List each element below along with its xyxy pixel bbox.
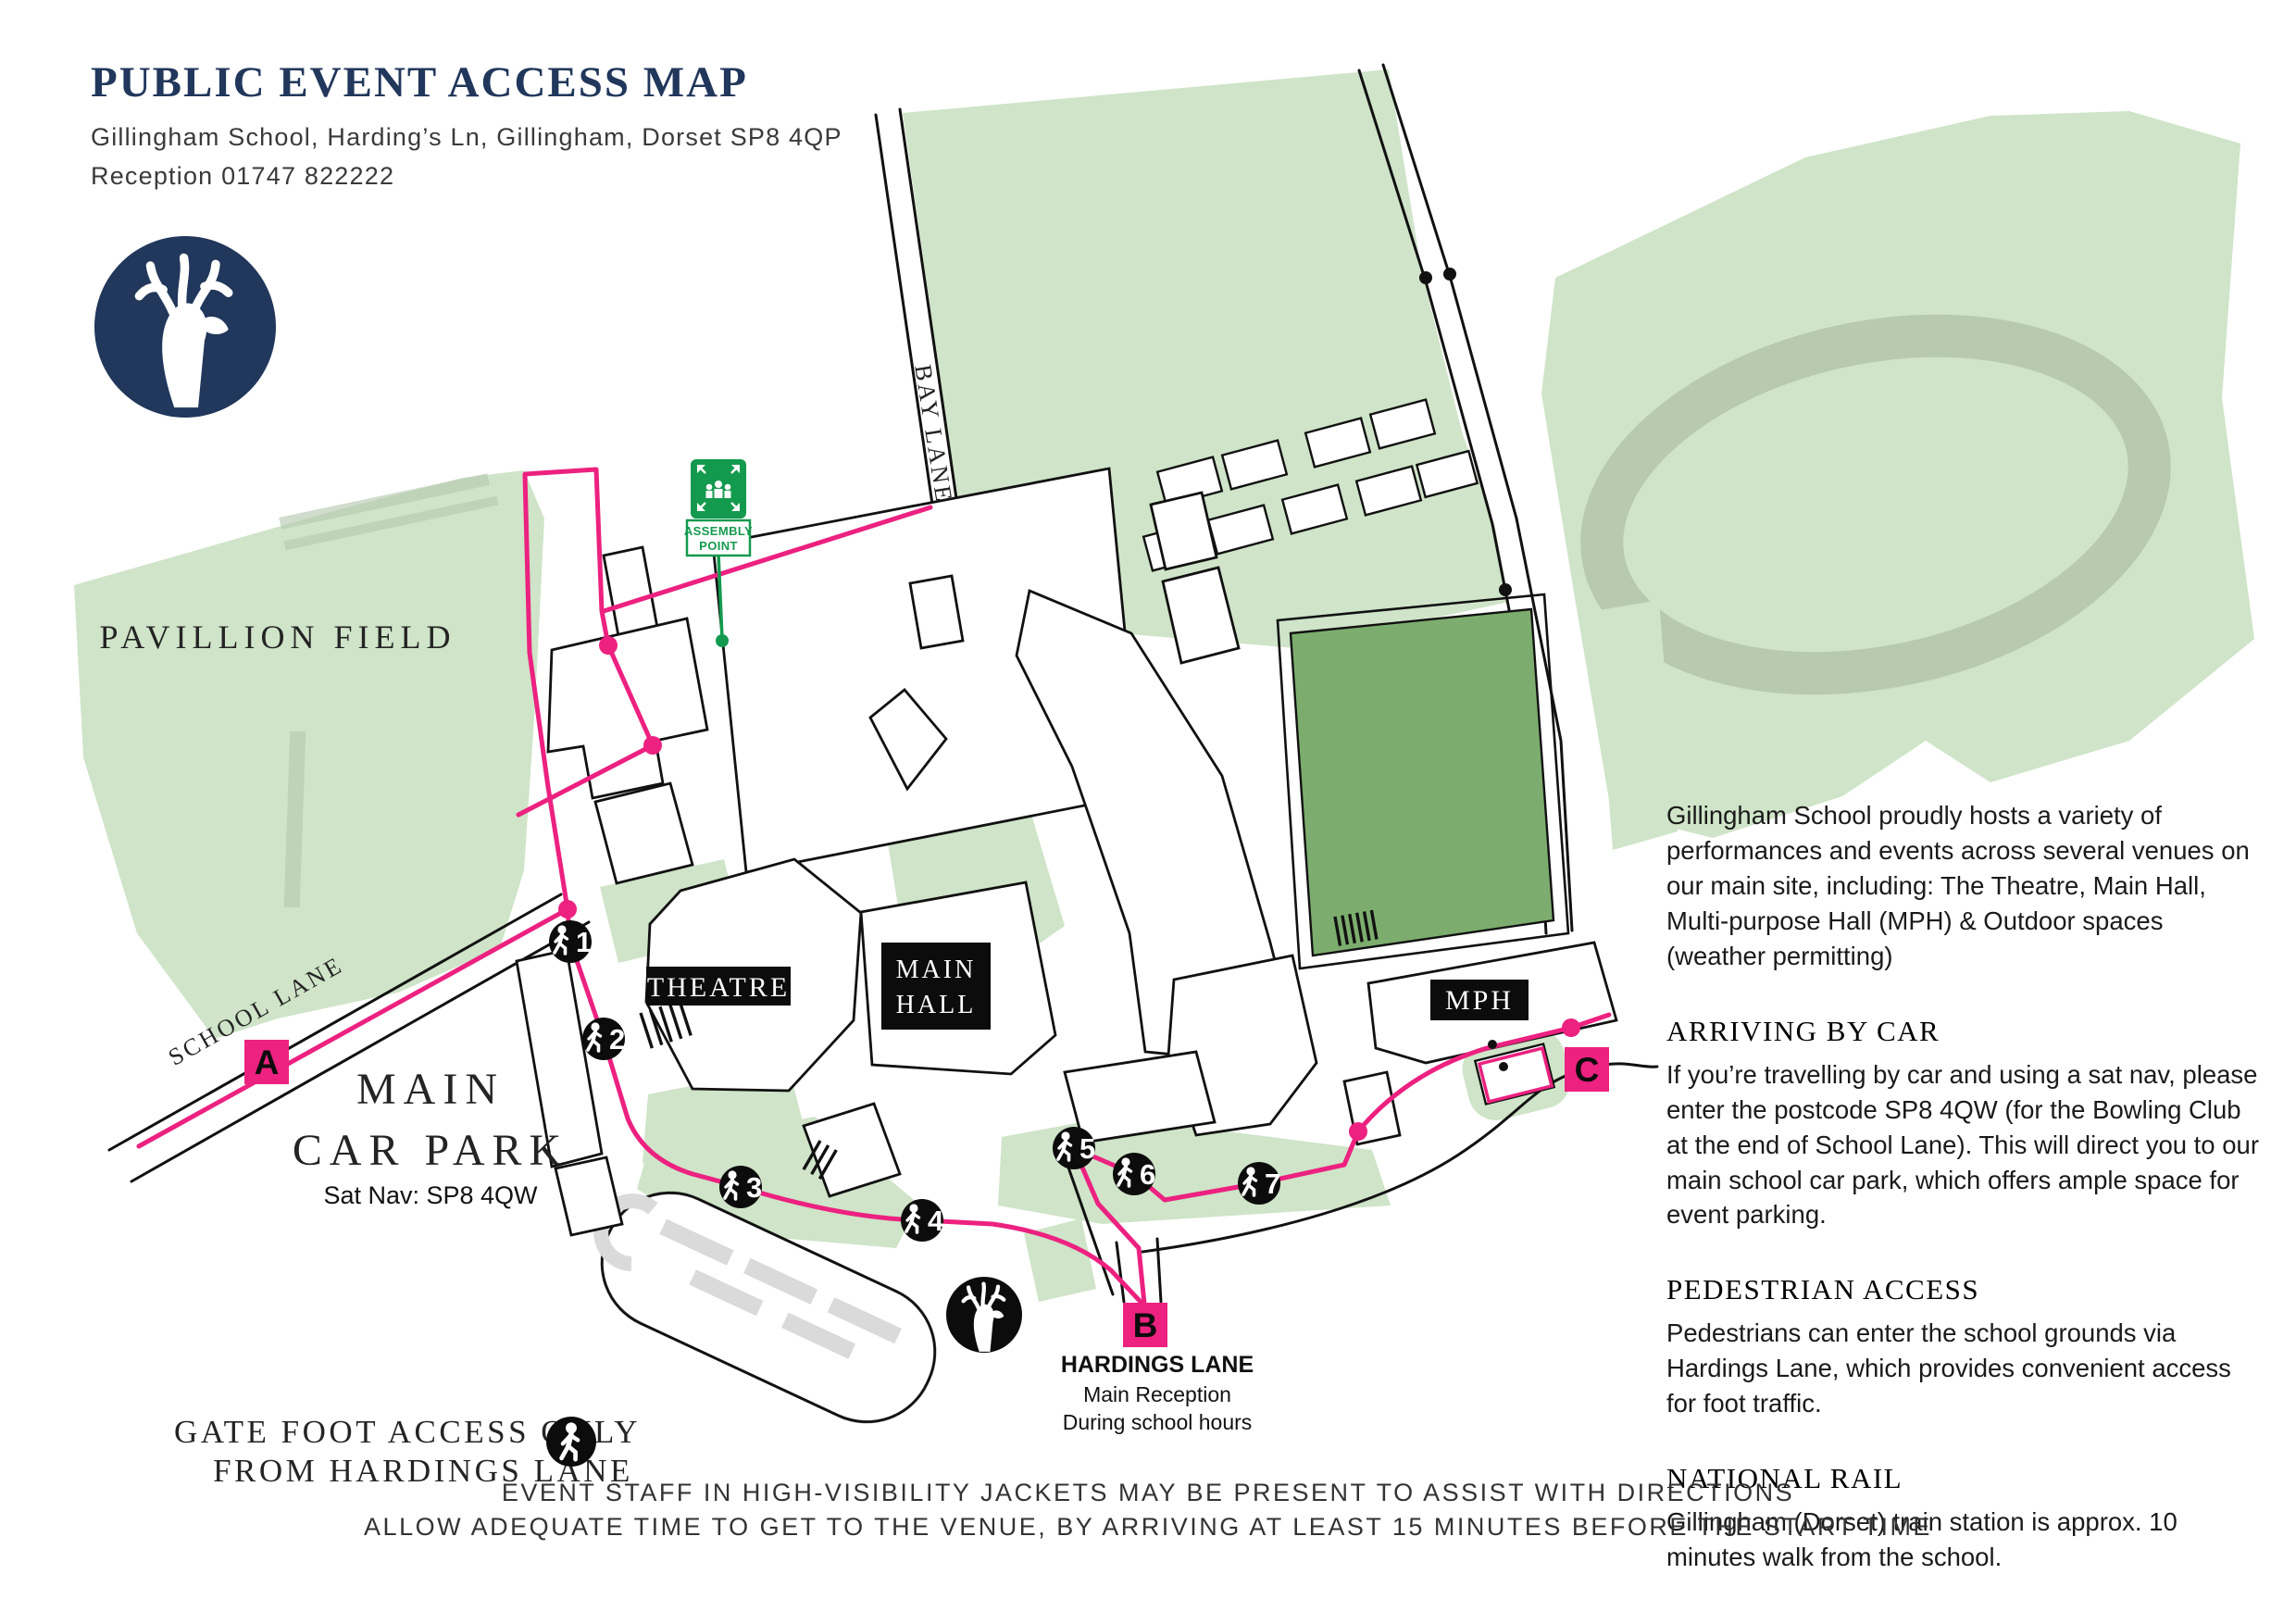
school-address: Gillingham School, Harding’s Ln, Gilling… <box>91 123 842 151</box>
route-assembly-diagonal <box>601 505 933 614</box>
svg-text:B: B <box>1133 1306 1158 1344</box>
main-hall-label: MAIN HALL <box>881 943 991 1030</box>
assembly-point-icon: ASSEMBLY POINT <box>684 459 753 647</box>
svg-text:THEATRE: THEATRE <box>647 972 790 1003</box>
svg-text:1: 1 <box>576 926 592 958</box>
sports-pitch <box>1276 593 1570 970</box>
stag-map-icon <box>946 1277 1022 1353</box>
route-field-boundary <box>516 467 655 912</box>
entrance-marker-c: C <box>1565 1047 1609 1092</box>
route-school-lane-to-b <box>136 906 1148 1316</box>
crossing-hatches <box>639 909 1379 1181</box>
route-marker-4: 4 <box>901 1199 944 1242</box>
svg-text:2: 2 <box>609 1023 625 1056</box>
walker-icon <box>546 1417 596 1467</box>
section-heading-pedestrian-access: PEDESTRIAN ACCESS <box>1666 1273 1980 1306</box>
page-title: PUBLIC EVENT ACCESS MAP <box>91 58 748 106</box>
route-marker-3: 3 <box>719 1166 762 1208</box>
parking-bays <box>593 1193 902 1359</box>
main-car-park-label: MAIN CAR PARK Sat Nav: SP8 4QW <box>293 1065 568 1209</box>
tennis-courts <box>1142 398 1479 572</box>
route-court-loop <box>1477 1046 1554 1104</box>
svg-text:MAIN: MAIN <box>356 1065 505 1114</box>
gate-dots <box>1419 268 1512 1071</box>
info-panel: Gillingham School proudly hosts a variet… <box>1666 798 2266 1575</box>
svg-text:3: 3 <box>746 1171 762 1204</box>
courts-lawn <box>1037 407 1509 648</box>
theatre-label: THEATRE <box>646 967 791 1006</box>
svg-text:HALL: HALL <box>896 991 977 1019</box>
svg-text:C: C <box>1575 1051 1600 1089</box>
hardings-lane-label: HARDINGS LANE Main Reception During scho… <box>1061 1352 1254 1434</box>
svg-text:POINT: POINT <box>699 539 738 553</box>
entrance-marker-a: A <box>244 1040 289 1084</box>
svg-text:4: 4 <box>928 1205 944 1237</box>
route-marker-1: 1 <box>549 920 592 963</box>
section-body-pedestrian-access: Pedestrians can enter the school grounds… <box>1666 1318 2231 1418</box>
svg-text:6: 6 <box>1140 1158 1155 1191</box>
footer-notice: EVENT STAFF IN HIGH-VISIBILITY JACKETS M… <box>0 1476 2296 1543</box>
section-body-national-rail: Gillingham (Dorset) train station is app… <box>1666 1507 2177 1572</box>
header: PUBLIC EVENT ACCESS MAP Gillingham Schoo… <box>91 57 924 194</box>
entrance-marker-b: B <box>1123 1303 1167 1347</box>
south-boundary-path <box>1141 1062 1659 1254</box>
field-stripes <box>279 473 499 908</box>
gate-foot-access-label: GATE FOOT ACCESS ONLY FROM HARDINGS LANE <box>174 1414 638 1489</box>
route-marker-6: 6 <box>1113 1153 1155 1195</box>
section-body-arriving-by-car: If you’re travelling by car and using a … <box>1666 1059 2259 1230</box>
pavillion-field-label: PAVILLION FIELD <box>99 618 455 656</box>
section-heading-arriving-by-car: ARRIVING BY CAR <box>1666 1014 1940 1047</box>
svg-text:MAIN: MAIN <box>896 956 977 984</box>
main-car-park-loop <box>593 1191 937 1424</box>
svg-text:ASSEMBLY: ASSEMBLY <box>684 524 753 538</box>
svg-text:MPH: MPH <box>1445 985 1514 1016</box>
route-junction-dots <box>558 636 1580 1141</box>
pavillion-field-area <box>74 470 544 1039</box>
stag-logo-icon <box>94 236 276 418</box>
svg-text:A: A <box>255 1043 280 1081</box>
mph-label: MPH <box>1430 980 1529 1020</box>
running-track <box>1580 314 2171 695</box>
svg-text:CAR PARK: CAR PARK <box>293 1126 568 1175</box>
buildings <box>515 467 1618 1237</box>
route-marker-5: 5 <box>1053 1127 1095 1169</box>
roads <box>107 63 1659 1304</box>
school-lane-road <box>107 893 591 1183</box>
svg-text:Sat Nav: SP8 4QW: Sat Nav: SP8 4QW <box>323 1181 538 1209</box>
svg-text:During school hours: During school hours <box>1063 1410 1253 1434</box>
info-intro: Gillingham School proudly hosts a variet… <box>1666 801 2250 970</box>
footer-line-1: EVENT STAFF IN HIGH-VISIBILITY JACKETS M… <box>501 1479 1795 1506</box>
svg-text:HARDINGS LANE: HARDINGS LANE <box>1061 1352 1254 1378</box>
section-heading-national-rail: NATIONAL RAIL <box>1666 1462 1903 1495</box>
reception-phone: Reception 01747 822222 <box>91 161 395 190</box>
svg-text:7: 7 <box>1265 1168 1280 1200</box>
footer-line-2: ALLOW ADEQUATE TIME TO GET TO THE VENUE,… <box>364 1512 1932 1541</box>
svg-text:Main Reception: Main Reception <box>1083 1382 1231 1406</box>
route-marker-7: 7 <box>1238 1162 1280 1205</box>
svg-text:5: 5 <box>1079 1132 1095 1165</box>
route-marker-2: 2 <box>582 1018 625 1060</box>
